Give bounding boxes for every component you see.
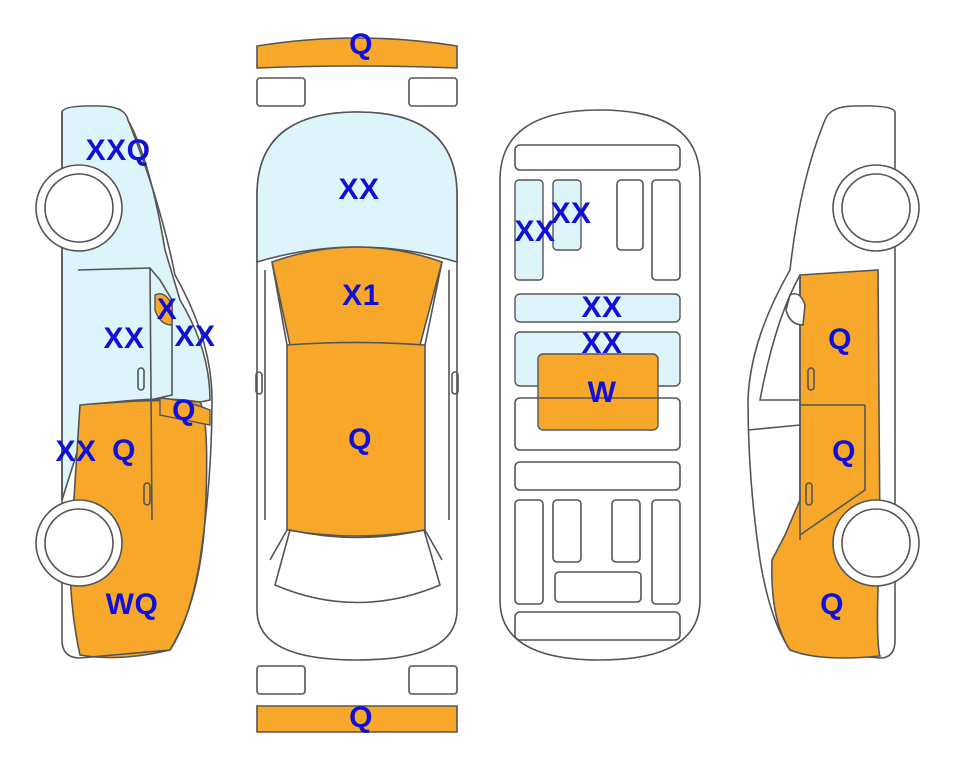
label-hood: X1 bbox=[342, 279, 380, 312]
interior-rear-bar bbox=[514, 611, 681, 641]
interior-rear-seat bbox=[514, 397, 681, 451]
right-front-wheel bbox=[832, 164, 920, 252]
top-mirror-left bbox=[255, 371, 263, 395]
label-interior-seat-left-a: XX bbox=[514, 215, 556, 248]
top-view bbox=[255, 37, 459, 733]
right-side-view bbox=[747, 105, 920, 659]
label-interior-row2: XX bbox=[581, 327, 623, 360]
right-rear-wheel-inner bbox=[841, 508, 911, 578]
label-rear-bumper: Q bbox=[349, 701, 373, 734]
label-interior-panel: W bbox=[587, 376, 617, 409]
label-windshield: XX bbox=[338, 173, 380, 206]
interior-seat-right-b bbox=[651, 179, 681, 281]
rear-light-left bbox=[256, 665, 306, 695]
right-door-handle-1 bbox=[807, 367, 815, 391]
interior-seat-left-a bbox=[514, 179, 544, 281]
right-side-door-lines bbox=[747, 275, 866, 540]
top-side-lines bbox=[264, 261, 450, 561]
interior-dash bbox=[514, 144, 681, 171]
left-door-handle-2 bbox=[143, 482, 151, 506]
interior-seat-right-a bbox=[616, 179, 644, 251]
left-mirror-shape bbox=[154, 293, 173, 326]
top-mirror-right bbox=[451, 371, 459, 395]
label-interior-row1: XX bbox=[581, 291, 623, 324]
interior-row1-shape bbox=[514, 293, 681, 323]
label-left-front-door: Q bbox=[112, 434, 136, 467]
label-interior-seat-left-b: XX bbox=[550, 197, 592, 230]
label-left-front-glass: XXQ bbox=[85, 134, 151, 167]
left-front-wheel bbox=[35, 164, 123, 252]
label-left-front-fender: XX bbox=[55, 435, 97, 468]
front-bumper-shape bbox=[256, 37, 458, 69]
front-light-left bbox=[256, 77, 306, 107]
front-light-right bbox=[408, 77, 458, 107]
interior-seat-left-b bbox=[552, 179, 582, 251]
left-door-handle-1 bbox=[137, 367, 145, 391]
interior-boot-right bbox=[651, 499, 681, 605]
rear-light-right bbox=[408, 665, 458, 695]
label-left-mirror: X bbox=[156, 293, 178, 326]
right-side-window bbox=[759, 274, 801, 401]
rear-bumper-shape bbox=[256, 705, 458, 733]
label-left-pillar: XX bbox=[174, 320, 216, 353]
interior-boot-mid-a bbox=[552, 499, 582, 563]
label-left-rear-quarter: WQ bbox=[105, 588, 159, 621]
left-side-view bbox=[35, 105, 213, 659]
label-front-bumper: Q bbox=[349, 28, 373, 61]
interior-boot-left bbox=[514, 499, 544, 605]
interior-boot-mid-b bbox=[611, 499, 641, 563]
interior-boot-bar bbox=[554, 571, 642, 603]
left-rear-wheel-inner bbox=[44, 508, 114, 578]
interior-console bbox=[514, 461, 681, 491]
interior-panel-shape bbox=[537, 353, 659, 431]
left-front-wheel-inner bbox=[44, 173, 114, 243]
label-left-window: XX bbox=[103, 322, 145, 355]
label-right-rear-quarter: Q bbox=[820, 588, 844, 621]
top-rear-window bbox=[274, 529, 441, 604]
right-mirror-shape bbox=[785, 292, 806, 326]
label-left-door-handle: Q bbox=[172, 394, 196, 427]
interior-view bbox=[499, 109, 701, 661]
label-roof: Q bbox=[348, 423, 372, 456]
left-handle-shape bbox=[159, 397, 211, 426]
label-right-rear-door: Q bbox=[832, 435, 856, 468]
label-right-front-door: Q bbox=[828, 323, 852, 356]
right-door-handle-2 bbox=[805, 482, 813, 506]
right-front-wheel-inner bbox=[841, 173, 911, 243]
right-rear-wheel bbox=[832, 499, 920, 587]
left-rear-wheel bbox=[35, 499, 123, 587]
